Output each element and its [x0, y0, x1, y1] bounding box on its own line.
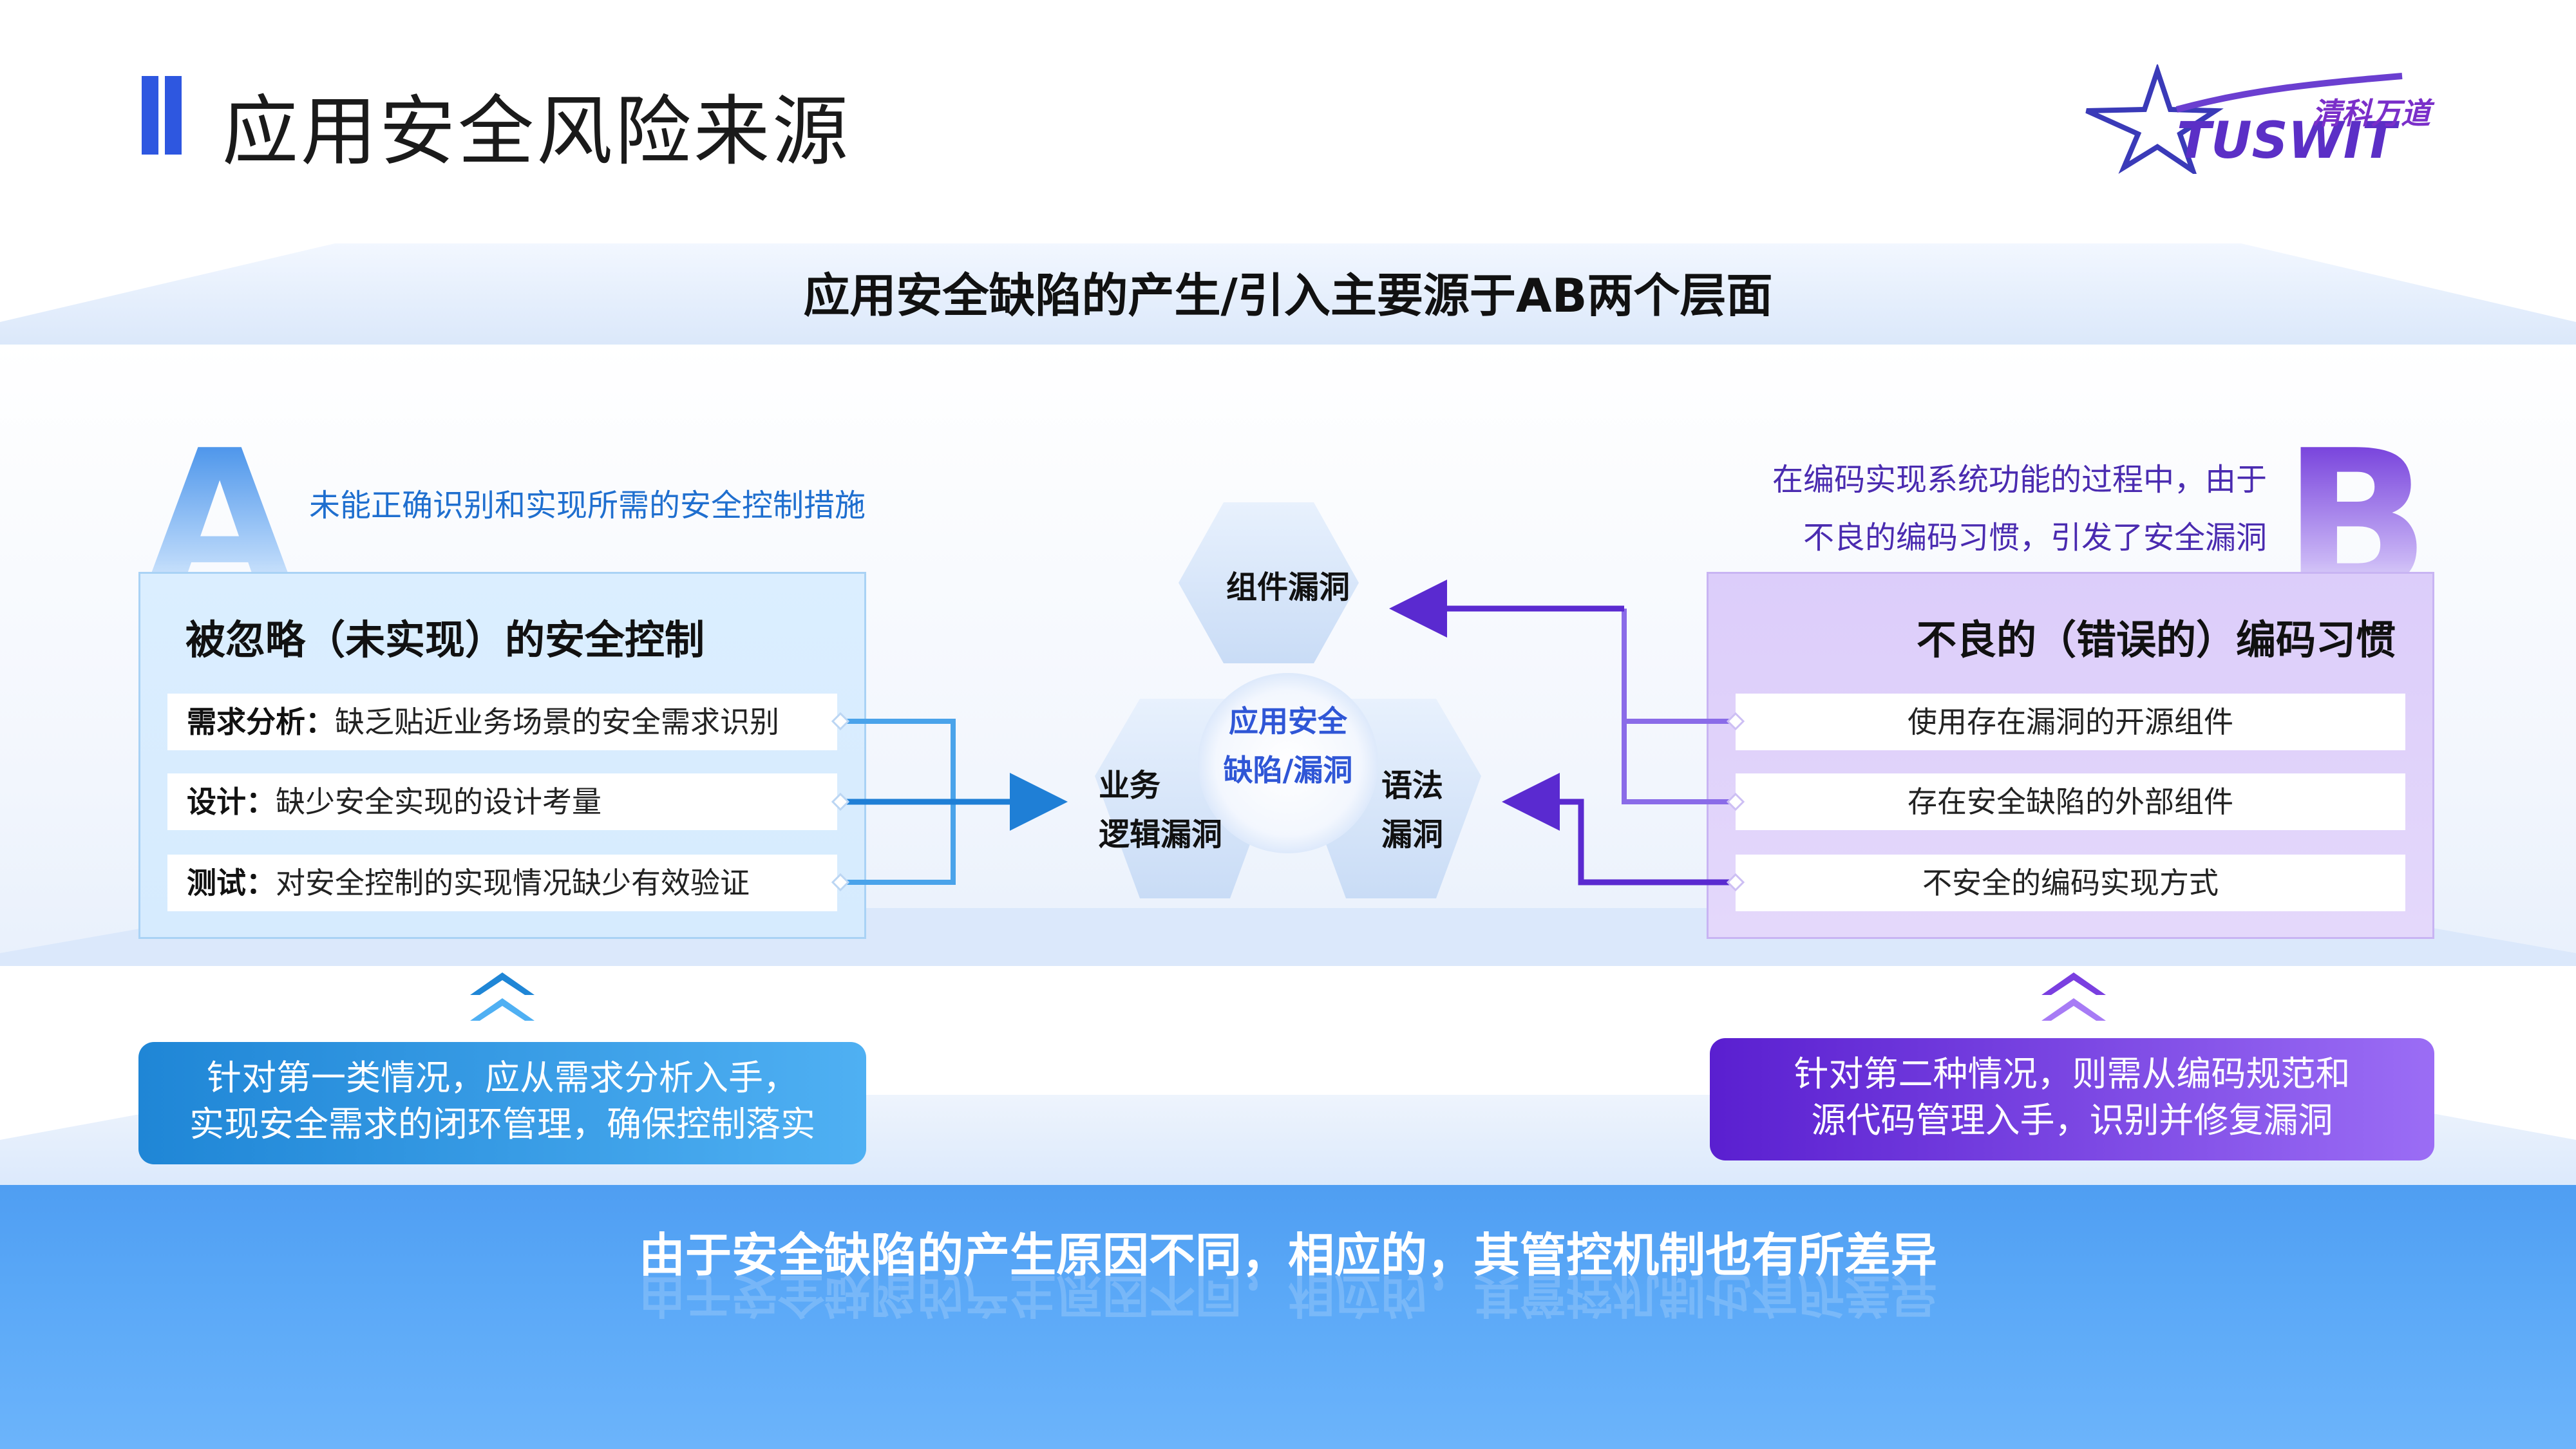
- core-line: 应用安全: [1229, 704, 1347, 739]
- panel-b-row: 存在安全缺陷的外部组件: [1736, 773, 2405, 830]
- panel-b-title: 不良的（错误的）编码习惯: [1916, 616, 2396, 663]
- panel-a-description: 未能正确识别和实现所需的安全控制措施: [309, 488, 866, 524]
- headline-band: [0, 243, 2576, 345]
- panel-b-description-line: 不良的编码习惯，引发了安全漏洞: [1803, 520, 2267, 556]
- hex-left-label: 业务 逻辑漏洞: [1088, 761, 1243, 859]
- hex-core: [1198, 673, 1378, 853]
- callout-b: 针对第二种情况，则需从编码规范和 源代码管理入手，识别并修复漏洞: [1710, 1038, 2434, 1160]
- row-label: 需求分析：: [187, 705, 335, 739]
- callout-a-line: 针对第一类情况，应从需求分析入手，: [207, 1057, 798, 1098]
- headline: 应用安全缺陷的产生/引入主要源于AB两个层面: [803, 269, 1773, 323]
- tuswit-logo: TUSWIT: [2085, 64, 2403, 174]
- core-label: 应用安全 缺陷/漏洞: [1198, 697, 1378, 795]
- callout-a-line: 实现安全需求的闭环管理，确保控制落实: [189, 1104, 815, 1144]
- row-text: 缺少安全实现的设计考量: [276, 784, 601, 819]
- hex-right-line: 语法: [1381, 768, 1444, 804]
- panel-b-description-line: 在编码实现系统功能的过程中，由于: [1772, 462, 2267, 498]
- row-text: 缺乏贴近业务场景的安全需求识别: [335, 705, 779, 739]
- vulnerability-hexagons: [1095, 502, 1481, 898]
- hex-left-line: 逻辑漏洞: [1099, 817, 1223, 853]
- panel-a-row: 测试：对安全控制的实现情况缺少有效验证: [167, 855, 837, 911]
- conclusion-band: [0, 1185, 2576, 1449]
- hex-top-label: 组件漏洞: [1226, 569, 1350, 605]
- row-label: 测试：: [187, 866, 276, 900]
- callout-b-line: 源代码管理入手，识别并修复漏洞: [1811, 1100, 2333, 1141]
- conclusion-reflection: 由于安全缺陷的产生原因不同，相应的，其管控机制也有所差异: [638, 1268, 1937, 1322]
- chevron-up-icon: [470, 972, 535, 1021]
- conclusion-text: 由于安全缺陷的产生原因不同，相应的，其管控机制也有所差异: [638, 1228, 1937, 1282]
- core-line: 缺陷/漏洞: [1223, 753, 1353, 788]
- hex-left-line: 业务: [1099, 768, 1161, 804]
- panel-a-row: 需求分析：缺乏贴近业务场景的安全需求识别: [167, 694, 837, 750]
- logo-text-cn: 清科万道: [2312, 96, 2430, 131]
- title-accent-bar: [165, 76, 182, 155]
- callout-b-line: 针对第二种情况，则需从编码规范和: [1794, 1054, 2351, 1094]
- hex-right-line: 漏洞: [1381, 817, 1444, 853]
- hex-right-label: 语法 漏洞: [1381, 761, 1484, 859]
- row-text: 对安全控制的实现情况缺少有效验证: [276, 866, 750, 900]
- hex-top: [1179, 502, 1359, 663]
- title-accent-bar: [142, 76, 158, 155]
- chevron-up-icon: [2041, 972, 2106, 1021]
- panel-b-row: 使用存在漏洞的开源组件: [1736, 694, 2405, 750]
- panel-a-row: 设计：缺少安全实现的设计考量: [167, 773, 837, 830]
- row-label: 设计：: [187, 784, 276, 819]
- panel-b-row: 不安全的编码实现方式: [1736, 855, 2405, 911]
- page-title: 应用安全风险来源: [222, 87, 851, 176]
- panel-b-description: 在编码实现系统功能的过程中，由于 不良的编码习惯，引发了安全漏洞: [1739, 451, 2267, 567]
- svg-text:TUSWIT: TUSWIT: [2177, 112, 2400, 170]
- panel-a-title: 被忽略（未实现）的安全控制: [185, 616, 705, 663]
- callout-a: 针对第一类情况，应从需求分析入手， 实现安全需求的闭环管理，确保控制落实: [138, 1042, 866, 1164]
